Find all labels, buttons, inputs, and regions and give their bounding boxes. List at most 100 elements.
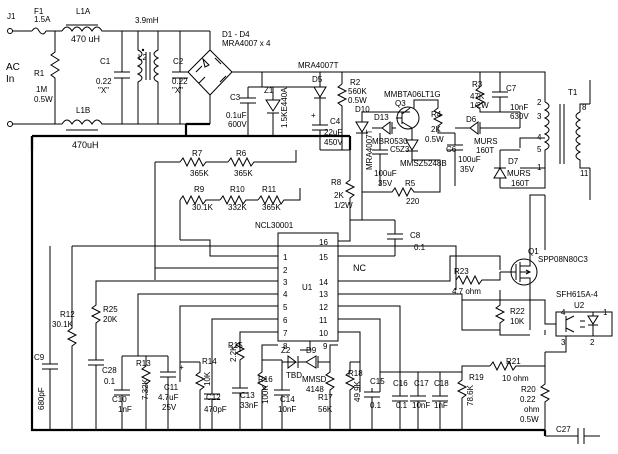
inductor-l1a: L1A 470 uH <box>61 7 122 44</box>
c5-v1: 100uF <box>374 169 397 178</box>
resistor-r16: R16 100K <box>256 360 273 430</box>
d6-v2: 160T <box>476 146 494 155</box>
r21-ref: R21 <box>506 357 521 366</box>
capacitor-c7: C7 10nF 630V <box>492 72 529 121</box>
d6-v1: MURS <box>474 137 498 146</box>
l1b-ref: L1B <box>76 106 90 115</box>
u1-ref: U1 <box>302 283 313 292</box>
l2-val: 3.9mH <box>135 16 159 25</box>
capacitor-c5: C5 100uF 35V <box>372 133 401 188</box>
r5-ref: R5 <box>405 179 416 188</box>
c16-ref: C16 <box>393 379 408 388</box>
d6-ref: D6 <box>466 115 477 124</box>
c3-v1: 0.1uF <box>226 111 247 120</box>
ac-label: AC <box>6 62 20 73</box>
c9-ref: C9 <box>34 353 45 362</box>
c15-val: 0.1 <box>370 401 382 410</box>
d7-v2: 160T <box>511 179 529 188</box>
capacitor-c12: C12 470pF <box>204 390 227 430</box>
c27-ref: C27 <box>556 425 571 434</box>
c14-ref: C14 <box>280 395 295 404</box>
r19-ref: R19 <box>469 373 484 382</box>
resistor-r2: R2 560K 0.5W <box>336 78 367 150</box>
c7-ref: C7 <box>506 84 517 93</box>
resistor-r7: R7 365K <box>179 149 228 178</box>
q3-val: MMBTA06LT1G <box>384 90 441 99</box>
resistor-r9: R9 30.1K <box>179 185 220 212</box>
capacitor-c1: C1 0.22 "X" <box>96 31 130 124</box>
tvs-z1: Z1 1.5KE440A <box>264 86 289 136</box>
r23-val: 4.7 ohm <box>452 287 481 296</box>
r14-ref: R14 <box>202 357 217 366</box>
u1-pin5: 5 <box>283 303 288 312</box>
r9-val: 30.1K <box>192 203 214 212</box>
c6-v1: 100uF <box>458 155 481 164</box>
c8-ref: C8 <box>410 231 421 240</box>
u1-pin14: 14 <box>319 278 328 287</box>
r3-ref: R3 <box>472 80 483 89</box>
r6-val: 365K <box>234 169 253 178</box>
r5-val: 220 <box>406 197 420 206</box>
capacitor-c27: C27 <box>545 425 600 444</box>
d9-v2: 4148 <box>306 385 324 394</box>
u1-pin4: 4 <box>283 290 288 299</box>
t1-pin5: 5 <box>537 145 542 154</box>
resistor-r23: R23 4.7 ohm <box>452 267 501 296</box>
resistor-r13: R13 7.32K <box>136 356 151 430</box>
f1-val: 1.5A <box>34 15 51 24</box>
f1-ref: F1 <box>34 7 44 16</box>
resistor-r3: R3 47K 1/2W <box>470 80 520 113</box>
z1-ref: Z1 <box>264 86 274 95</box>
resistor-r21: R21 10 ohm <box>489 352 546 383</box>
d13-val: MBR0530 <box>372 137 408 146</box>
resistor-r15: R15 2.2K <box>228 336 246 380</box>
c2-v1: 0.22 <box>172 77 188 86</box>
r17-ref: R17 <box>318 393 333 402</box>
diode-d6: D6 MURS 160T <box>455 115 520 155</box>
r25-val: 20K <box>103 315 118 324</box>
capacitor-c3: C3 0.1uF 600V <box>226 87 256 136</box>
c4-plus: + <box>311 111 316 120</box>
z3-val: MMSZ5248B <box>400 159 447 168</box>
diode-d10: D10 MRA4007T <box>355 105 374 220</box>
r1-v1: 1M <box>36 85 47 94</box>
r7-ref: R7 <box>192 149 203 158</box>
u2-pin2: 2 <box>590 338 595 347</box>
r13-ref: R13 <box>136 359 151 368</box>
capacitor-c14: C14 10nF <box>274 360 296 430</box>
resistor-r22: R22 10K <box>494 290 530 336</box>
c2-v2: "X" <box>172 86 183 95</box>
c4-v2: 450V <box>324 138 343 147</box>
input-connector-j1: J1 AC In <box>6 12 20 127</box>
r4-v1: 2K <box>431 125 441 134</box>
c1-v1: 0.22 <box>96 77 112 86</box>
r12-ref: R12 <box>60 310 75 319</box>
u1-pin10: 10 <box>319 329 328 338</box>
r3-v2: 1/2W <box>470 101 489 110</box>
r20-v1: 0.22 <box>520 395 536 404</box>
c10-ref: C10 <box>112 395 127 404</box>
r13-val: 7.32K <box>141 378 150 400</box>
c2-ref: C2 <box>173 57 184 66</box>
c4-v1: 22uF <box>324 128 342 137</box>
u1-pin15: 15 <box>319 253 328 262</box>
d9-ref: D9 <box>306 346 317 355</box>
r15-ref: R15 <box>228 341 243 350</box>
c3-v2: 600V <box>228 120 247 129</box>
t1-pin11: 11 <box>580 169 589 178</box>
d5-ref: D5 <box>312 75 323 84</box>
r1-v2: 0.5W <box>34 95 53 104</box>
r16-val: 100K <box>261 385 270 404</box>
r19-val: 78.6K <box>466 384 475 406</box>
r17-val: 56K <box>318 405 333 414</box>
u1-pin-labels: 1 2 3 4 5 6 7 8 9 10 11 12 13 14 15 16 <box>283 238 328 351</box>
r10-val: 332K <box>228 203 247 212</box>
u1-pin13: 13 <box>319 290 328 299</box>
c16-val: 0.1 <box>396 401 408 410</box>
r1-ref: R1 <box>34 69 45 78</box>
d13-ref: D13 <box>374 113 389 122</box>
u2-pin3: 3 <box>561 338 566 347</box>
d9-v1: MMSD <box>302 375 327 384</box>
transformer-t1: T1 2 3 4 5 1 8 11 <box>520 88 590 178</box>
